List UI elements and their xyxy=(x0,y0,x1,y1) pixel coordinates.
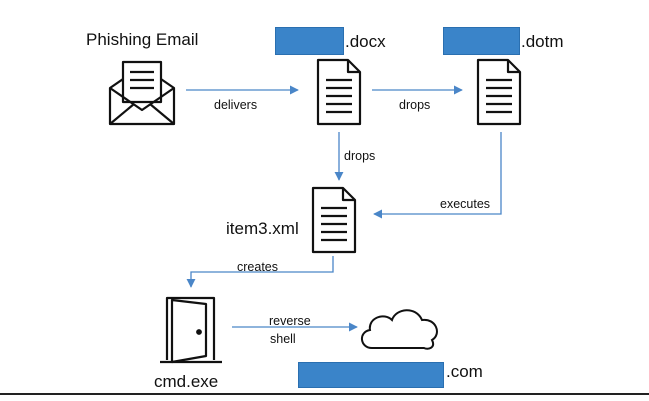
docx-label: .docx xyxy=(345,32,386,51)
edge-label-drops-down: drops xyxy=(344,149,376,163)
edge-label-creates: creates xyxy=(237,260,278,274)
edge-label-executes: executes xyxy=(440,197,491,211)
edge-label-delivers: delivers xyxy=(214,98,258,112)
bottom-border xyxy=(0,393,649,395)
redacted-dotm-name xyxy=(443,27,520,55)
open-door-icon xyxy=(160,296,222,364)
dotm-label: .dotm xyxy=(521,32,564,51)
edge-label-reverse: reverse xyxy=(269,314,311,328)
envelope-icon xyxy=(108,60,176,126)
arrow-executes xyxy=(373,132,502,219)
domain-label: .com xyxy=(446,362,483,381)
dotm-document-icon xyxy=(476,58,522,126)
redacted-docx-name xyxy=(275,27,344,55)
phishing-email-label: Phishing Email xyxy=(86,30,199,49)
item3-document-icon xyxy=(311,186,357,254)
redacted-domain-name xyxy=(298,362,444,388)
arrows xyxy=(186,85,502,332)
item3-label: item3.xml xyxy=(226,219,299,238)
docx-document-icon xyxy=(316,58,362,126)
arrow-creates xyxy=(186,256,334,288)
edge-label-drops-right: drops xyxy=(399,98,431,112)
cloud-icon xyxy=(361,309,438,350)
cmd-label: cmd.exe xyxy=(154,372,219,391)
edge-label-shell: shell xyxy=(270,332,296,346)
